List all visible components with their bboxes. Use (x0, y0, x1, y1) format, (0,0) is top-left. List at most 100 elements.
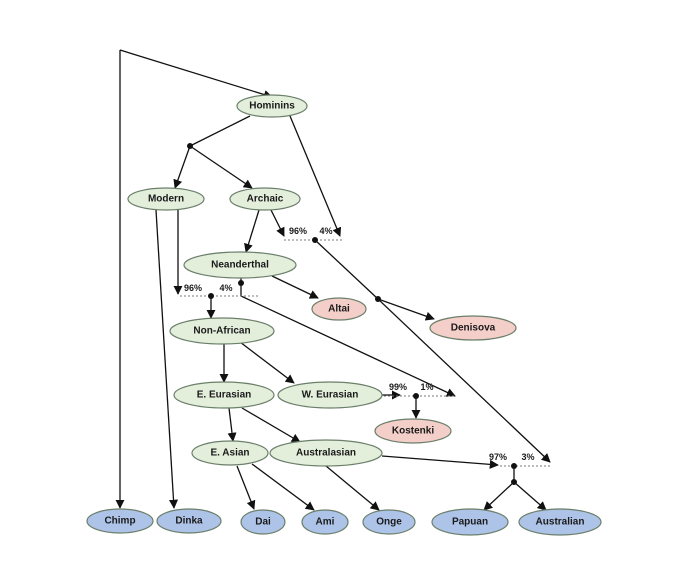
edge-oceania-australian (513, 481, 547, 511)
node-shape (191, 440, 269, 466)
edge-neanderthal-altai (271, 275, 319, 299)
junction-hominins-split (187, 143, 193, 149)
node-label: Altai (328, 304, 350, 315)
node-onge: Onge (362, 509, 416, 535)
nodes: Hominins Modern Archaic Neanderthal Alta… (86, 94, 602, 536)
node-shape (173, 381, 275, 409)
node-shape (127, 187, 205, 211)
node-label: Denisova (451, 323, 496, 334)
edge-split-modern (173, 145, 191, 189)
edge-australasian-oceania-admix (381, 455, 499, 469)
node-modern: Modern (127, 187, 205, 211)
edge-archaic-admix (270, 209, 285, 237)
node-shape (277, 381, 383, 409)
node-label: Papuan (452, 517, 488, 528)
edge-split-archaic (189, 145, 253, 189)
junction-kostenki-admix (413, 393, 419, 399)
node-label: Australasian (296, 448, 356, 459)
node-label: Dinka (175, 516, 203, 527)
node-e-eurasian: E. Eurasian (173, 381, 275, 409)
node-shape (429, 315, 517, 341)
node-shape (362, 509, 416, 535)
node-label: Hominins (249, 101, 295, 112)
node-neanderthal: Neanderthal (183, 251, 297, 279)
node-kostenki: Kostenki (374, 418, 452, 444)
node-papuan: Papuan (431, 508, 509, 536)
edge-archaic-neanderthal (244, 209, 260, 253)
node-denisova: Denisova (429, 315, 517, 341)
node-label: Modern (148, 194, 184, 205)
edge-easian-dai (236, 465, 256, 510)
node-label: E. Eurasian (197, 390, 251, 401)
pct-kostenki-major: 99% (389, 382, 407, 392)
node-shape (301, 509, 349, 535)
node-shape (311, 297, 367, 321)
node-dai: Dai (240, 509, 286, 535)
node-shape (229, 187, 301, 211)
edge-archaic-admix-denisova (314, 239, 379, 300)
junction-oceania-admix (511, 463, 517, 469)
node-altai: Altai (311, 297, 367, 321)
edge-oceania-papuan (483, 481, 515, 511)
edge-hominins-archaic-admix (289, 115, 342, 237)
edge-australasian-onge (325, 465, 380, 511)
node-shape (86, 508, 154, 534)
junction-neanderthal-admix (208, 293, 214, 299)
node-shape (240, 509, 286, 535)
node-label: Ami (316, 517, 335, 528)
node-shape (374, 418, 452, 444)
edge-nonafrican-weurasian (239, 341, 295, 384)
percent-labels: 96% 4% 96% 4% 99% 1% 97% 3% (184, 226, 535, 462)
node-australian: Australian (518, 508, 602, 536)
node-label: Neanderthal (211, 260, 269, 271)
junction-oceania-split (511, 479, 517, 485)
node-shape (183, 251, 297, 279)
pct-archaic-minor: 4% (319, 226, 332, 236)
node-label: Australian (536, 517, 585, 528)
pct-archaic-major: 96% (289, 226, 307, 236)
node-chimp: Chimp (86, 508, 154, 534)
node-shape (518, 508, 602, 536)
edge-eeurasian-easian (227, 407, 237, 442)
node-shape (156, 508, 222, 534)
node-label: Dai (255, 517, 271, 528)
node-shape (236, 94, 308, 118)
node-label: Archaic (247, 194, 284, 205)
node-ami: Ami (301, 509, 349, 535)
edge-to-denisova (377, 298, 435, 321)
node-label: Onge (376, 517, 402, 528)
edge-root-hominins (119, 49, 273, 99)
junction-neanderthal-split (238, 280, 244, 286)
pct-neanderthal-major: 96% (184, 283, 202, 293)
node-label: W. Eurasian (302, 390, 359, 401)
edge-modern-dinka (155, 209, 179, 509)
edge-neanderthal-admix-kostenki (240, 295, 456, 397)
node-w-eurasian: W. Eurasian (277, 381, 383, 409)
node-label: Kostenki (392, 426, 434, 437)
node-non-african: Non-African (169, 317, 275, 345)
node-shape (431, 508, 509, 536)
pct-oceania-major: 97% (489, 452, 507, 462)
node-archaic: Archaic (229, 187, 301, 211)
node-dinka: Dinka (156, 508, 222, 534)
junction-denisova-split (375, 296, 381, 302)
node-e-asian: E. Asian (191, 440, 269, 466)
pct-kostenki-minor: 1% (420, 382, 433, 392)
edge-hominins-split (189, 115, 251, 147)
junction-archaic-admix (312, 237, 318, 243)
node-shape (269, 439, 383, 467)
edge-easian-ami (251, 463, 315, 511)
edge-to-oceania-admix (377, 298, 551, 463)
pct-neanderthal-minor: 4% (219, 283, 232, 293)
node-hominins: Hominins (236, 94, 308, 118)
junctions (187, 143, 517, 485)
edges (115, 49, 551, 511)
node-label: Non-African (193, 326, 250, 337)
node-label: Chimp (104, 516, 135, 527)
node-label: E. Asian (210, 448, 249, 459)
edge-eeurasian-australasian (241, 407, 301, 443)
node-shape (169, 317, 275, 345)
pct-oceania-minor: 3% (521, 452, 534, 462)
node-australasian: Australasian (269, 439, 383, 467)
